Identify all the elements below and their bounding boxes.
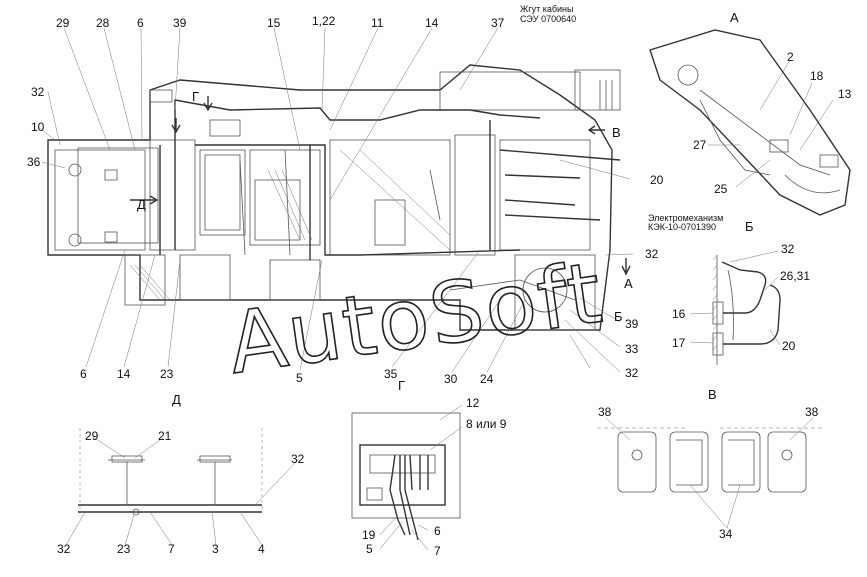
callout-view-g: 19 [362, 528, 376, 542]
callout-view-d: 7 [168, 542, 175, 556]
detail-view-v [597, 417, 825, 529]
detail-view-a [649, 29, 851, 216]
callout-view-b: 20 [782, 339, 796, 353]
callout-main: 23 [160, 367, 174, 381]
callout-main: 5 [296, 371, 303, 385]
callout-main: 6 [80, 367, 87, 381]
callout-view-d: 23 [117, 542, 131, 556]
callout-view-a: 2 [787, 50, 794, 64]
callout-view-a: 27 [693, 138, 707, 152]
callout-view-b: 26,31 [780, 269, 810, 283]
callout-main: 1,22 [312, 14, 336, 28]
callout-view-d: 4 [258, 542, 265, 556]
callout-view-b: 16 [672, 307, 686, 321]
callout-view-g: 12 [466, 396, 480, 410]
note-electromech-1: Электромеханизм [648, 213, 723, 223]
watermark-logo: AutoSoft [222, 243, 609, 392]
callout-main: 20 [650, 173, 664, 187]
callout-view-a: 18 [810, 69, 824, 83]
callout-view-a: 25 [714, 182, 728, 196]
callout-main: 32 [645, 247, 659, 261]
note-electromech-2: КЭК-10-0701390 [648, 222, 716, 232]
view-letter-a: А [730, 10, 739, 25]
callout-main: 14 [425, 16, 439, 30]
callout-main: 35 [384, 367, 398, 381]
callout-main: 36 [27, 155, 41, 169]
callout-main: 11 [371, 16, 384, 30]
callout-view-g: 5 [366, 542, 373, 556]
callout-view-d: 32 [57, 542, 71, 556]
callout-main: 10 [31, 120, 45, 134]
detail-view-g [351, 404, 463, 551]
callout-main: 15 [267, 16, 281, 30]
callout-view-d: 3 [212, 542, 219, 556]
section-mark-b: Б [614, 309, 623, 324]
callout-view-g: 6 [434, 524, 441, 538]
callout-view-b: 32 [781, 242, 795, 256]
note-cabin-harness-2: СЭУ 0700640 [520, 14, 576, 24]
callout-main: 32 [31, 85, 45, 99]
callout-view-v: 38 [598, 405, 612, 419]
callout-main: 14 [117, 367, 131, 381]
section-mark-v: В [612, 125, 621, 140]
callout-view-a: 13 [838, 87, 852, 101]
callout-view-g: 7 [434, 544, 441, 558]
section-mark-d: Д [137, 197, 146, 212]
view-letter-g: Г [398, 378, 405, 393]
callout-view-d: 32 [291, 452, 305, 466]
callout-main: 39 [625, 317, 639, 331]
callout-main: 33 [625, 342, 639, 356]
callout-view-v: 34 [719, 527, 733, 541]
callout-main: 28 [96, 16, 110, 30]
callout-view-b: 17 [672, 336, 686, 350]
view-letter-d: Д [172, 392, 181, 407]
callout-view-v: 38 [805, 405, 819, 419]
callout-main: 24 [480, 372, 494, 386]
section-mark-g: Г [192, 89, 199, 104]
callout-main: 29 [56, 16, 70, 30]
callout-main: 32 [625, 366, 639, 380]
detail-view-b [689, 250, 781, 365]
callout-main: 39 [173, 16, 187, 30]
callout-main: 30 [444, 372, 458, 386]
main-harness-view [37, 27, 634, 373]
section-mark-a: А [624, 276, 633, 291]
callout-main: 6 [137, 16, 144, 30]
callout-view-d: 21 [158, 429, 172, 443]
view-letter-b: Б [745, 219, 754, 234]
detail-view-d [65, 428, 299, 546]
note-cabin-harness-1: Жгут кабины [520, 4, 573, 14]
callout-main: 37 [491, 16, 505, 30]
view-letter-v: В [708, 387, 717, 402]
callout-view-g: 8 или 9 [466, 417, 507, 431]
callout-view-d: 29 [85, 429, 99, 443]
